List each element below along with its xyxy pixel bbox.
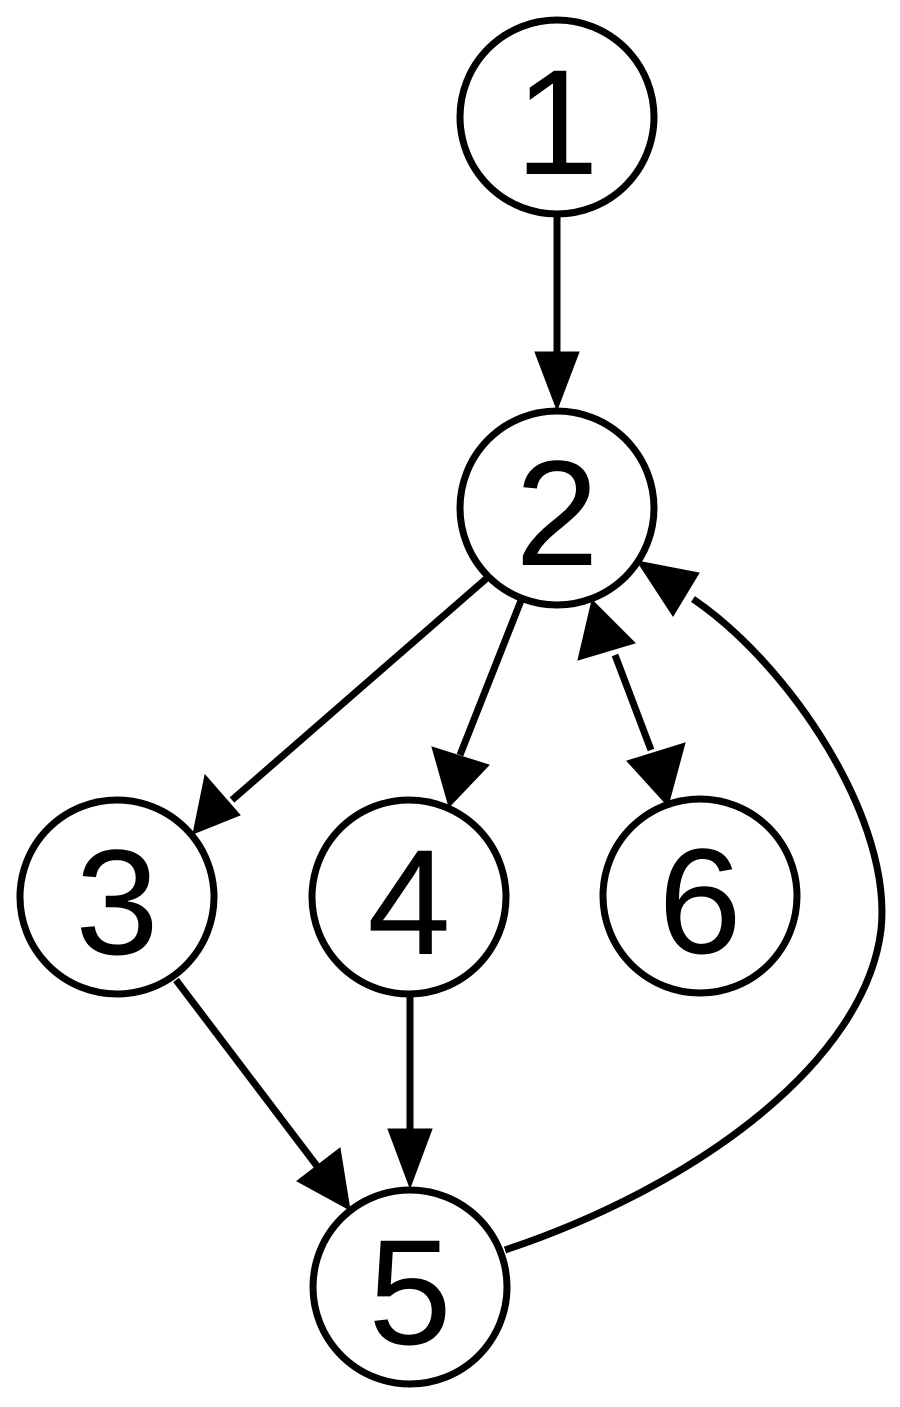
node-3-circle[interactable] [16,796,218,998]
edge-5-to-2-curved [503,560,886,1254]
edge-4-to-5 [387,994,433,1190]
node-2-circle[interactable] [456,407,658,609]
edge-3-to-5 [173,977,351,1211]
node-5[interactable]: 5 [309,1186,511,1388]
edge-2-to-6-bidirectional [577,599,686,808]
edge-2-to-4-arrowhead [431,746,490,808]
node-3[interactable]: 3 [16,796,218,998]
edge-2-to-4-line [456,596,526,757]
node-1[interactable]: 1 [456,16,658,218]
edge-2-to-3-arrowhead [192,773,241,835]
node-1-label: 1 [515,38,598,206]
node-4-circle[interactable] [308,796,510,998]
node-5-label: 5 [368,1208,451,1376]
edge-5-to-2-arrowhead [635,560,700,617]
node-6-circle[interactable] [599,795,801,997]
edge-2-to-6-arrowhead [626,742,686,808]
edge-1-to-2 [534,214,580,412]
edge-6-to-2-arrowhead [577,599,636,661]
node-2[interactable]: 2 [456,407,658,609]
node-3-label: 3 [75,818,158,986]
edge-2-to-6-line [611,653,655,752]
node-6-label: 6 [658,817,741,985]
edge-2-to-3 [192,575,490,835]
node-5-circle[interactable] [309,1186,511,1388]
node-2-label: 2 [515,429,598,597]
edge-5-to-2-line [503,596,886,1254]
node-4-label: 4 [367,818,450,986]
edge-2-to-4 [431,596,526,808]
node-6[interactable]: 6 [599,795,801,997]
node-1-circle[interactable] [456,16,658,218]
edge-1-to-2-arrowhead [534,351,580,412]
edge-3-to-5-arrowhead [296,1147,351,1211]
edge-2-to-3-line [229,575,490,803]
edge-4-to-5-arrowhead [387,1128,433,1190]
edge-3-to-5-line [173,977,323,1173]
node-4[interactable]: 4 [308,796,510,998]
